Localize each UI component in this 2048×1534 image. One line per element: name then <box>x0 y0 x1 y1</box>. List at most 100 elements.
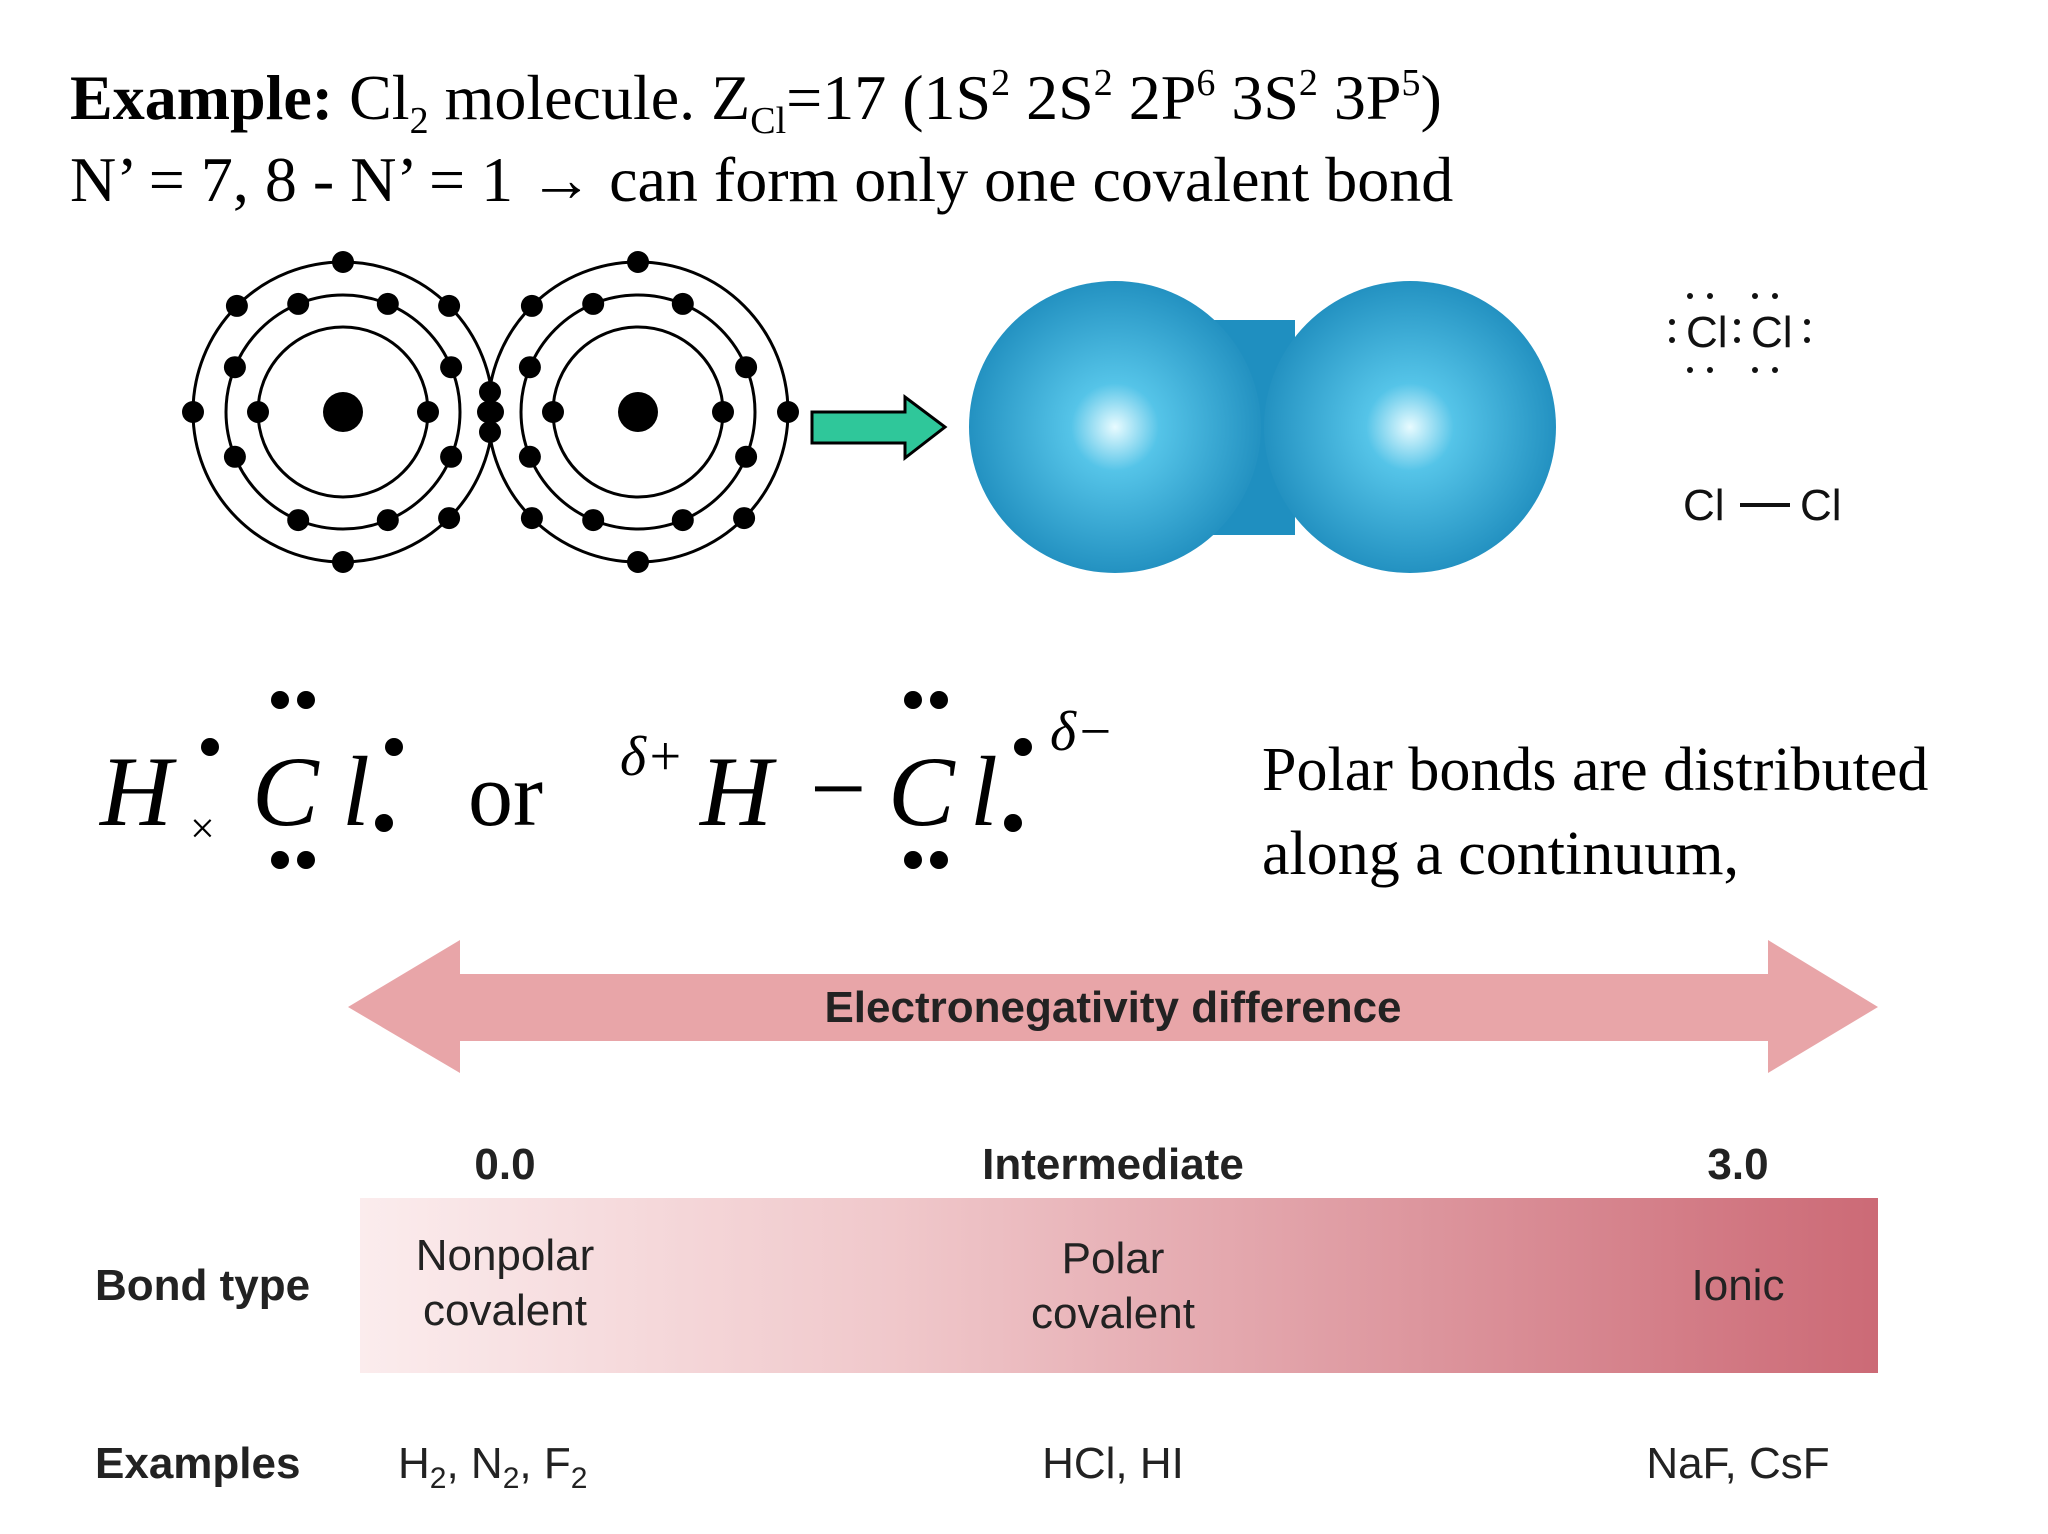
bond-type-2-line1: Polar <box>1062 1234 1165 1283</box>
bond-cl-1: Cl <box>1683 481 1725 530</box>
cfg-2s: 2S <box>1010 62 1094 133</box>
hcl-or: or <box>468 746 543 845</box>
electron-dot <box>287 509 310 532</box>
arrow-label: Electronegativity difference <box>824 983 1401 1032</box>
electron-dot <box>223 356 246 379</box>
cfg-2s-exp: 2 <box>1093 62 1113 104</box>
cl2-diagram: Cl Cl Cl Cl <box>182 251 1842 573</box>
examples-col-2: HCl, HI <box>1042 1439 1184 1488</box>
electron-shell <box>519 293 757 531</box>
hcl1-l: l <box>342 736 370 847</box>
hcl2-l: l <box>970 736 998 847</box>
shared-electron-dot <box>479 381 501 403</box>
electron-dot <box>225 294 248 317</box>
bond-type-2-line2: covalent <box>1031 1289 1195 1338</box>
electron-dot <box>376 292 399 315</box>
row-label-bond-type: Bond type <box>95 1261 310 1310</box>
hcl-formulas: H × C l or δ+ H − C l δ− <box>98 691 1114 869</box>
electron-dot <box>223 445 246 468</box>
examples-col-3: NaF, CsF <box>1646 1439 1829 1488</box>
electron-dot <box>440 356 463 379</box>
shared-electron-dot <box>479 421 501 443</box>
molecule-subscript: 2 <box>409 100 429 142</box>
hcl-electron-dots <box>201 691 1032 869</box>
hcl1-h: H <box>98 736 177 847</box>
nucleus <box>618 392 658 432</box>
bond-type-3-line1: Ionic <box>1692 1261 1785 1310</box>
electron-dot <box>247 401 269 423</box>
tick-0: 0.0 <box>474 1140 535 1189</box>
example-label: Example: <box>70 62 334 133</box>
space-filling-molecule <box>969 281 1556 573</box>
electron-dot <box>438 507 461 530</box>
electron-dot <box>582 509 605 532</box>
electron-dot <box>287 292 310 315</box>
hcl2-minus: − <box>810 733 866 844</box>
header-line-2: N’ = 7, 8 - N’ = 1 → can form only one c… <box>70 144 1454 215</box>
bohr-atoms <box>182 251 799 573</box>
electron-dot <box>477 401 499 423</box>
electron-dot <box>582 292 605 315</box>
hcl1-times: × <box>190 804 215 853</box>
examples-col-1: H2, N2, F2 <box>398 1439 587 1495</box>
cfg-close: ) <box>1420 62 1442 133</box>
electron-dot <box>777 401 799 423</box>
cfg-3p: 3P <box>1317 62 1402 133</box>
cfg-1s-exp: 2 <box>991 62 1011 104</box>
bond-type-1-line1: Nonpolar <box>416 1231 595 1280</box>
bond-gradient-bar <box>360 1198 1878 1373</box>
double-arrow-icon <box>348 940 1878 1073</box>
hcl2-h: H <box>698 736 777 847</box>
electron-dot <box>671 509 694 532</box>
cfg-2p: 2P <box>1112 62 1197 133</box>
cfg-3p-exp: 5 <box>1401 62 1421 104</box>
tick-3: 3.0 <box>1707 1140 1768 1189</box>
cfg-2p-exp: 6 <box>1196 62 1216 104</box>
electron-dot <box>735 356 758 379</box>
hcl2-c: C <box>888 736 956 847</box>
hcl1-c: C <box>252 736 320 847</box>
tick-intermediate: Intermediate <box>982 1140 1244 1189</box>
polar-bonds-text: Polar bonds are distributed along a cont… <box>1262 728 1928 896</box>
reaction-arrow-icon <box>810 394 948 462</box>
lewis-cl-2: Cl <box>1751 308 1793 357</box>
electron-dot <box>438 294 461 317</box>
molecule-name: Cl <box>349 62 410 133</box>
electron-dot <box>518 356 541 379</box>
row-label-examples: Examples <box>95 1439 300 1488</box>
delta-plus: δ+ <box>620 726 684 788</box>
electron-dot <box>735 445 758 468</box>
electronegativity-scale: Electronegativity difference 0.0 Interme… <box>95 940 1878 1495</box>
z-value: =17 (1S <box>786 62 992 133</box>
electron-dot <box>182 401 204 423</box>
header-line-1: Example: Cl2 molecule. ZCl=17 (1S2 2S2 2… <box>70 60 1442 140</box>
electron-shell <box>224 293 462 531</box>
electron-dot <box>733 507 756 530</box>
electron-dot <box>417 401 439 423</box>
z-subscript: Cl <box>750 100 787 142</box>
electron-dot <box>376 509 399 532</box>
bond-cl-2: Cl <box>1800 481 1842 530</box>
small-lewis-structure: Cl Cl Cl Cl <box>1669 293 1842 530</box>
lewis-dots <box>1669 293 1810 373</box>
electron-dot <box>627 251 649 273</box>
molecule-suffix: molecule. Z <box>428 62 751 133</box>
bond-type-1-line2: covalent <box>423 1286 587 1335</box>
polar-text-line-2: along a continuum, <box>1262 820 1739 888</box>
electron-dot <box>440 445 463 468</box>
electron-dot <box>332 551 354 573</box>
electron-dot <box>542 401 564 423</box>
electron-dot <box>520 507 543 530</box>
electron-dot <box>518 445 541 468</box>
electron-dot <box>627 551 649 573</box>
nucleus <box>323 392 363 432</box>
electron-dot <box>712 401 734 423</box>
cfg-3s: 3S <box>1215 62 1299 133</box>
electron-dot <box>332 251 354 273</box>
cfg-3s-exp: 2 <box>1298 62 1318 104</box>
lewis-cl-1: Cl <box>1686 308 1728 357</box>
electron-dot <box>671 292 694 315</box>
polar-text-line-1: Polar bonds are distributed <box>1262 736 1929 804</box>
electron-dot <box>520 294 543 317</box>
delta-minus: δ− <box>1050 701 1114 763</box>
